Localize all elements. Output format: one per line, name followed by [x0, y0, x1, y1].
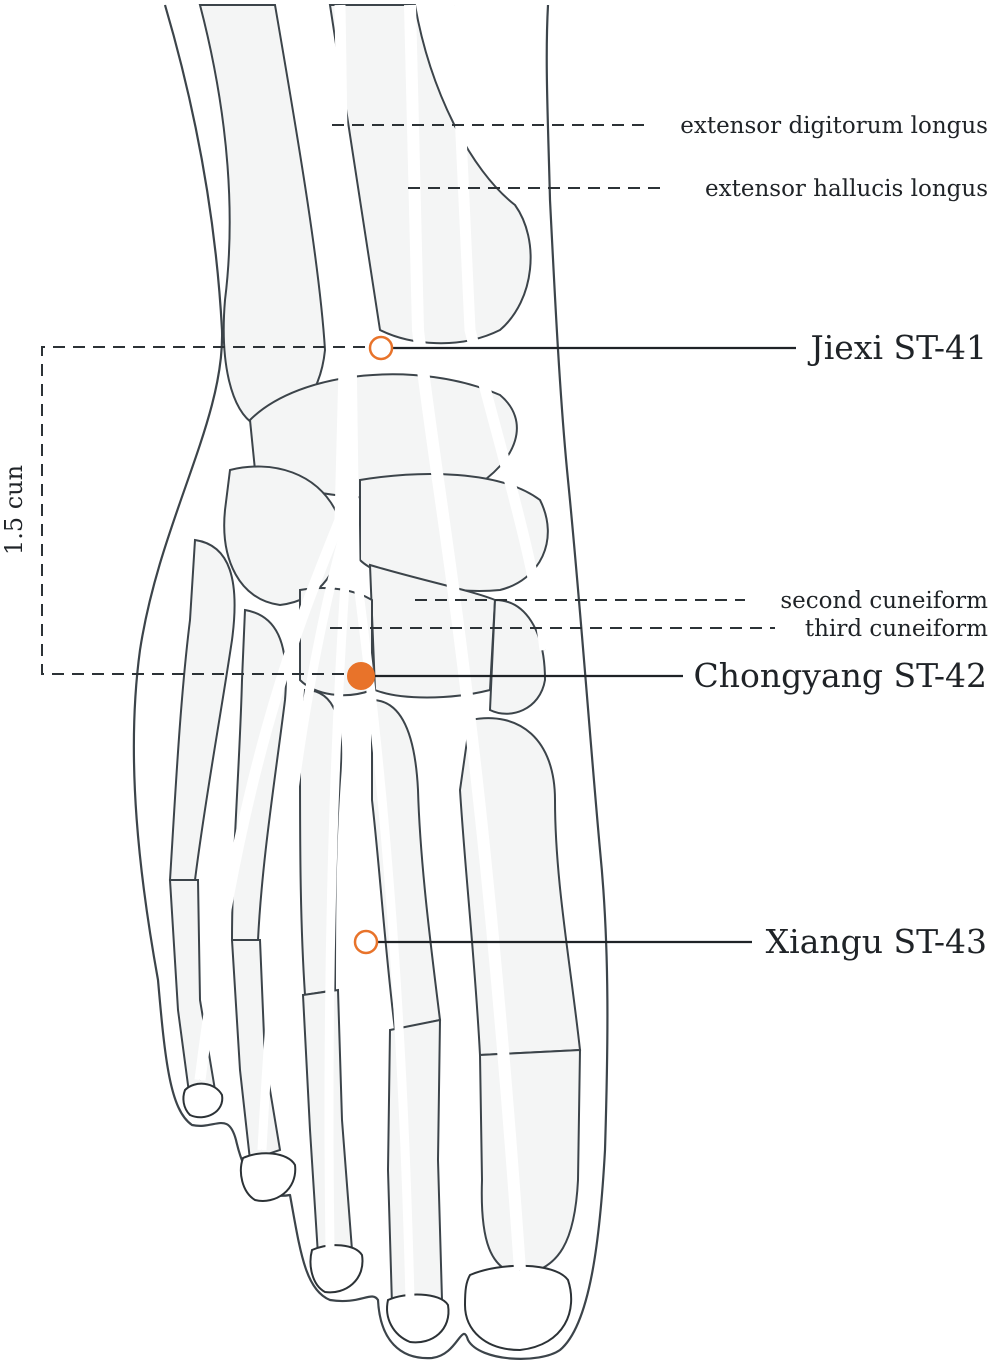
- toenail-4: [239, 1152, 297, 1202]
- phalanges-toe-2: [386, 1018, 444, 1307]
- cun-measurement-bracket: [41, 346, 365, 675]
- toenail-2: [386, 1293, 450, 1344]
- cun-measurement-label: 1.5 cun: [0, 465, 28, 555]
- phalanges-toe-1: [478, 1048, 582, 1277]
- xiangu-point[interactable]: [353, 929, 379, 955]
- extensor-hallucis-tendon: [404, 4, 526, 1271]
- extensor-hallucis-label: extensor hallucis longus: [705, 176, 988, 202]
- jiexi-label: Jiexi ST-41: [808, 328, 987, 367]
- extensor-digitorum-tendons: [194, 4, 415, 1301]
- xiangu-label: Xiangu ST-43: [766, 922, 987, 961]
- second-cuneiform-label: second cuneiform: [780, 588, 988, 614]
- cuboid-bone: [223, 465, 342, 607]
- tibialis-tendon: [449, 4, 551, 651]
- toenail-1: [463, 1264, 573, 1352]
- metatarsal-5: [168, 538, 236, 881]
- toenail-5: [182, 1082, 224, 1119]
- tibia-bone: [328, 4, 532, 345]
- extensor-digitorum-label: extensor digitorum longus: [680, 113, 988, 139]
- chongyang-point[interactable]: [347, 662, 375, 690]
- chongyang-label: Chongyang ST-42: [694, 656, 987, 695]
- jiexi-point[interactable]: [368, 335, 394, 361]
- third-cuneiform-label: third cuneiform: [805, 616, 988, 642]
- toenail-3: [309, 1244, 364, 1294]
- metatarsal-2: [371, 698, 442, 1032]
- metatarsal-1: [458, 717, 582, 1057]
